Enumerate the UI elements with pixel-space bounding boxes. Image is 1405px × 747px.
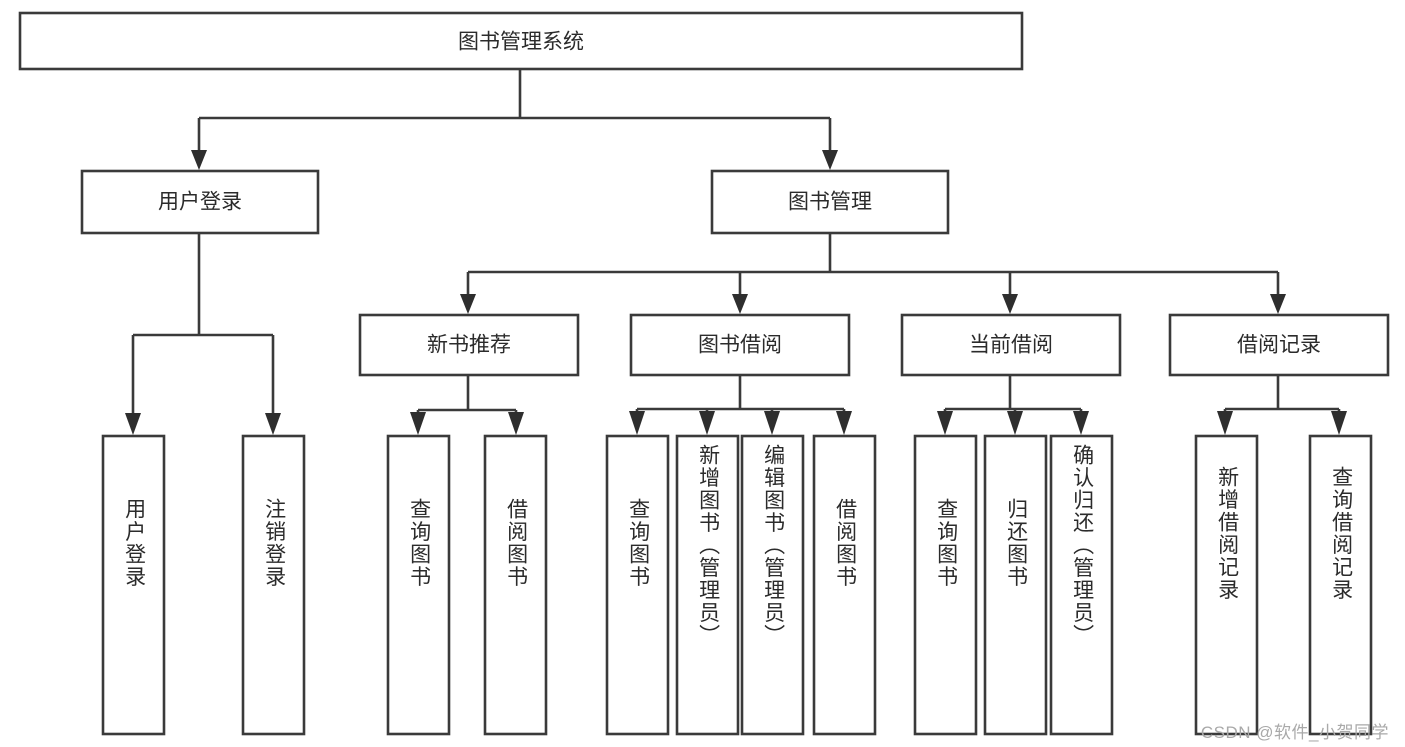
node-leaf-confirm-return[interactable] <box>1049 434 1114 736</box>
node-leaf-user-login[interactable] <box>101 434 166 736</box>
node-book-borrow[interactable]: 图书借阅 <box>629 313 851 377</box>
node-current-borrow[interactable]: 当前借阅 <box>900 313 1122 377</box>
watermark: CSDN @软件_小贺同学 <box>1200 723 1389 742</box>
node-current-borrow-label: 当前借阅 <box>969 334 1053 357</box>
node-leaf-query-book-2[interactable] <box>605 434 670 736</box>
connector-borrowrecord-to-leaves <box>1217 375 1347 435</box>
node-borrow-record[interactable]: 借阅记录 <box>1168 313 1390 377</box>
node-new-book-recommend-label: 新书推荐 <box>427 334 511 357</box>
node-leaf-query-record[interactable] <box>1308 434 1373 736</box>
connector-currentborrow-to-leaves <box>937 375 1089 435</box>
node-leaf-add-record[interactable] <box>1194 434 1259 736</box>
node-new-book-recommend[interactable]: 新书推荐 <box>358 313 580 377</box>
node-leaf-query-book-1[interactable] <box>386 434 451 736</box>
node-leaf-borrow-book-2[interactable] <box>812 434 877 736</box>
node-book-management[interactable]: 图书管理 <box>710 169 950 235</box>
node-user-login-label: 用户登录 <box>158 191 242 214</box>
connector-userlogin-to-leaves <box>125 234 281 435</box>
node-leaf-logout-login[interactable] <box>241 434 306 736</box>
connector-bookmgmt-to-level3 <box>460 233 1286 314</box>
node-root[interactable]: 图书管理系统 <box>18 11 1024 71</box>
node-leaf-query-book-3[interactable] <box>913 434 978 736</box>
node-user-login[interactable]: 用户登录 <box>80 169 320 235</box>
connector-newbook-to-leaves <box>410 375 524 435</box>
node-leaf-edit-book[interactable] <box>740 434 805 736</box>
node-root-label: 图书管理系统 <box>458 31 584 54</box>
node-leaf-return-book[interactable] <box>983 434 1048 736</box>
connector-bookborrow-to-leaves <box>629 375 852 435</box>
node-leaf-borrow-book-1[interactable] <box>483 434 548 736</box>
node-book-management-label: 图书管理 <box>788 191 872 214</box>
connector-root-to-level2 <box>191 70 838 170</box>
node-leaf-add-book[interactable] <box>675 434 740 736</box>
node-book-borrow-label: 图书借阅 <box>698 334 782 357</box>
node-borrow-record-label: 借阅记录 <box>1237 334 1321 357</box>
